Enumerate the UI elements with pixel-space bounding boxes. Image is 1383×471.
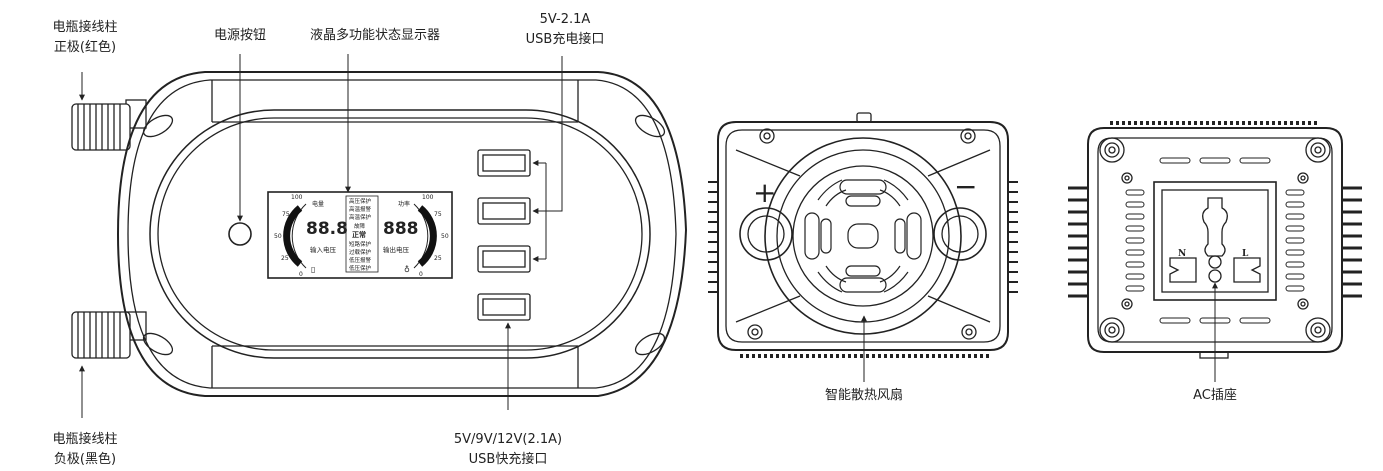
lcd-status-item-2: 高温报警 [349,205,372,213]
lcd-status-item-7: 过载保护 [349,248,372,256]
usb-charge-label-line2: USB充电接口 [525,32,605,47]
lcd-left-digits: 88.8 [306,219,348,239]
inverter-top-view [71,71,688,397]
lcd-status-item-8: 低压报警 [349,256,372,264]
positive-terminal [71,99,147,151]
lcd-status-item-6: 短路保护 [349,240,372,248]
live-label: L [1242,249,1249,259]
positive-terminal-label-line1: 电瓶接线柱 [52,20,118,35]
fan-polarity-labels: + − [753,170,977,209]
lcd-content: 100 75 50 25 0 电量 88.8 输入电压 ▯ 高压保护 高温报警 … [274,194,449,278]
fan-side-view [708,112,1018,358]
lcd-left-scale-50: 50 [274,233,282,240]
lcd-right-scale-100: 100 [422,194,434,201]
minus-sign: − [954,170,977,203]
power-button[interactable] [228,222,252,246]
lcd-left-scale-25: 25 [281,255,289,262]
lcd-status-item-4: 故障 [354,222,366,230]
battery-icon: ▯ [311,265,315,274]
lcd-right-digits: 888 [383,219,419,239]
leader-lines-left [79,54,563,418]
lcd-right-title: 功率 [398,200,410,208]
plus-sign: + [753,176,776,209]
usb-port-1[interactable] [477,149,531,177]
negative-terminal-label-line1: 电瓶接线柱 [52,432,118,447]
lcd-status-item-9: 低压保护 [349,264,372,272]
negative-terminal-label-line2: 负极(黑色) [53,452,117,467]
usb-charge-label-line1: 5V-2.1A [539,12,591,27]
neutral-label: N [1178,249,1186,259]
lcd-status-item-5: 正常 [352,230,366,239]
negative-terminal-label: 电瓶接线柱 负极(黑色) [30,430,140,470]
lcd-right-scale-50: 50 [441,233,449,240]
usb-port-2[interactable] [477,197,531,225]
lcd-frame [267,191,453,279]
power-button-label: 电源按钮 [213,28,266,43]
usb-fast-label-line2: USB快充接口 [468,452,548,467]
fan-label: 智能散热风扇 [824,388,903,403]
lcd-status-item-3: 高温保护 [349,213,372,221]
usb-fast-port[interactable] [477,293,531,321]
fan-grille [804,179,922,293]
negative-terminal [71,311,147,359]
lcd-right-scale-0: 0 [419,271,423,278]
lcd-right-caption: 输出电压 [383,245,410,254]
lcd-right-scale-75: 75 [434,211,442,218]
usb-fast-label-line1: 5V/9V/12V(2.1A) [453,432,563,447]
positive-terminal-label: 电瓶接线柱 正极(红色) [30,18,140,58]
lcd-status-item-1: 高压保护 [349,197,372,205]
usb-port-3[interactable] [477,245,531,273]
ac-socket-label: AC插座 [1193,388,1237,403]
usb-ports [477,149,531,321]
lcd-left-title: 电量 [312,200,324,208]
positive-terminal-label-line2: 正极(红色) [53,40,117,55]
lcd-left-scale-100: 100 [291,194,303,201]
usb-fast-label: 5V/9V/12V(2.1A) USB快充接口 [438,430,578,470]
lcd-left-scale-0: 0 [299,271,303,278]
lcd-right-scale-25: 25 [434,255,442,262]
lcd-left-caption: 输入电压 [310,245,337,254]
lcd-display-label: 液晶多功能状态显示器 [309,28,440,43]
ac-socket-labels: N L [1178,249,1249,259]
lcd-left-scale-75: 75 [282,211,290,218]
ac-side-view [1068,121,1362,359]
usb-charge-label: 5V-2.1A USB充电接口 [510,10,620,50]
bulb-icon: ♁ [404,265,410,274]
